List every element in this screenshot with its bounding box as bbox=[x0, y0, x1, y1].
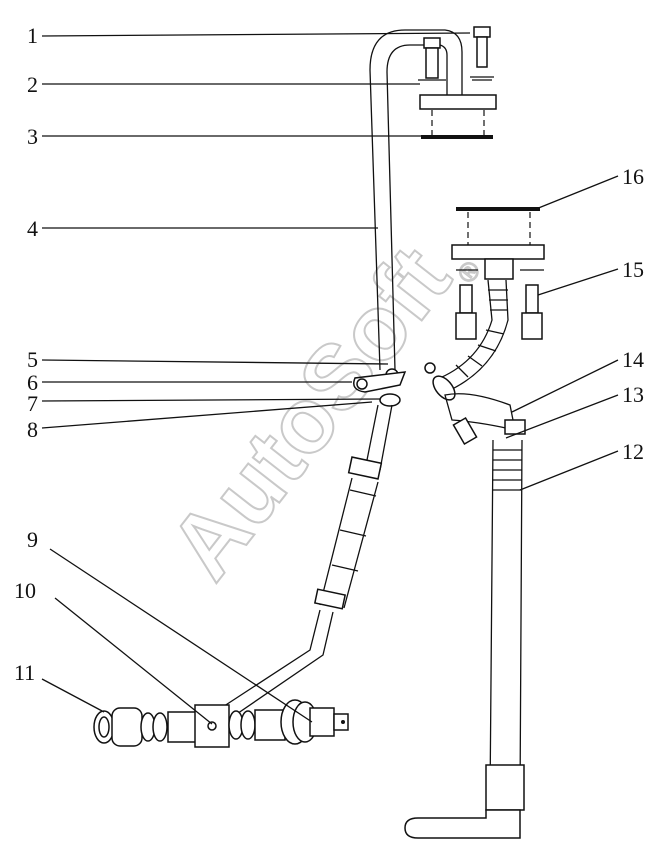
callout-11: 11 bbox=[14, 660, 35, 685]
callout-4: 4 bbox=[27, 216, 38, 241]
callout-7: 7 bbox=[27, 391, 38, 416]
callout-15: 15 bbox=[622, 257, 644, 282]
part-13-clamp bbox=[444, 393, 526, 446]
part-8-pipe bbox=[214, 404, 393, 721]
part-12-hose bbox=[404, 439, 525, 839]
watermark-text: AutoSoft bbox=[150, 229, 469, 598]
part-10-nut bbox=[167, 704, 256, 748]
lower-flange bbox=[451, 244, 545, 280]
watermark: AutoSoft ® bbox=[149, 228, 487, 599]
part-16-gasket bbox=[456, 207, 540, 245]
callout-2: 2 bbox=[27, 72, 38, 97]
callout-9: 9 bbox=[27, 527, 38, 552]
part-9-fitting bbox=[254, 699, 349, 745]
part-7-nut bbox=[379, 393, 401, 407]
callout-8: 8 bbox=[27, 417, 38, 442]
callout-labels: 1 2 3 4 5 6 7 8 9 10 11 12 13 14 15 16 bbox=[14, 23, 644, 685]
callout-5: 5 bbox=[27, 347, 38, 372]
callout-14: 14 bbox=[622, 347, 644, 372]
part-11-union bbox=[93, 707, 168, 747]
part-6-bracket bbox=[353, 371, 407, 393]
part-1-bolt bbox=[470, 26, 494, 81]
callout-16: 16 bbox=[622, 164, 644, 189]
part-15-bolts bbox=[455, 269, 544, 340]
callout-1: 1 bbox=[27, 23, 38, 48]
callout-6: 6 bbox=[27, 370, 38, 395]
callout-13: 13 bbox=[622, 382, 644, 407]
callout-10: 10 bbox=[14, 578, 36, 603]
callout-3: 3 bbox=[27, 124, 38, 149]
part-3-gasket bbox=[421, 135, 493, 139]
part-2-stud bbox=[418, 37, 446, 81]
leader-lines bbox=[41, 32, 619, 725]
top-flange bbox=[419, 94, 497, 135]
callout-12: 12 bbox=[622, 439, 644, 464]
